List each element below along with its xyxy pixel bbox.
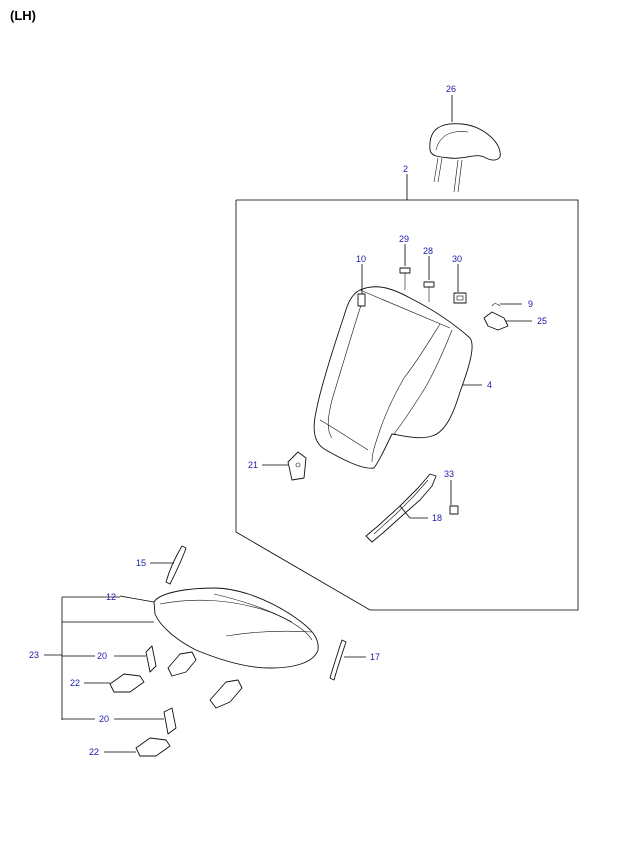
leader-lines bbox=[44, 95, 532, 753]
cover-15-part[interactable] bbox=[165, 545, 187, 585]
bolt-29-part[interactable] bbox=[399, 267, 411, 290]
seat-hinge-front-part[interactable] bbox=[167, 651, 197, 677]
cover-20-upper-part[interactable] bbox=[145, 645, 157, 673]
assembly-boundary bbox=[235, 199, 579, 611]
cover-17-part[interactable] bbox=[329, 639, 347, 681]
cover-22-lower-part[interactable] bbox=[135, 737, 171, 757]
clip-30-part[interactable] bbox=[453, 292, 467, 304]
bolt-28-part[interactable] bbox=[423, 281, 435, 302]
callout-12: 12 bbox=[106, 592, 116, 602]
cover-10-part[interactable] bbox=[357, 293, 366, 307]
callout-29: 29 bbox=[399, 234, 409, 244]
bolt-33-part[interactable] bbox=[449, 505, 459, 515]
callout-28: 28 bbox=[423, 246, 433, 256]
callout-20-lower: 20 bbox=[99, 714, 109, 724]
latch-25-part[interactable] bbox=[483, 311, 509, 331]
callout-20-upper: 20 bbox=[97, 651, 107, 661]
callout-25: 25 bbox=[537, 316, 547, 326]
callout-4: 4 bbox=[487, 380, 492, 390]
callout-9: 9 bbox=[528, 299, 533, 309]
seat-hinge-rear-part[interactable] bbox=[209, 679, 243, 709]
pin-9-part[interactable] bbox=[491, 303, 501, 307]
bracket-21-part[interactable] bbox=[287, 451, 307, 481]
callout-21: 21 bbox=[248, 460, 258, 470]
callout-2: 2 bbox=[403, 164, 408, 174]
seat-cushion-part[interactable] bbox=[153, 587, 319, 669]
callout-15: 15 bbox=[136, 558, 146, 568]
callout-22-lower: 22 bbox=[89, 747, 99, 757]
callout-30: 30 bbox=[452, 254, 462, 264]
callout-18: 18 bbox=[432, 513, 442, 523]
callout-23: 23 bbox=[29, 650, 39, 660]
callout-26: 26 bbox=[446, 84, 456, 94]
side-indicator: (LH) bbox=[10, 8, 36, 23]
callout-22-upper: 22 bbox=[70, 678, 80, 688]
seat-back-part[interactable] bbox=[313, 286, 473, 469]
headrest-part[interactable] bbox=[429, 123, 501, 193]
callout-17: 17 bbox=[370, 652, 380, 662]
callout-10: 10 bbox=[356, 254, 366, 264]
cover-22-upper-part[interactable] bbox=[109, 673, 145, 693]
cover-20-lower-part[interactable] bbox=[163, 707, 177, 735]
hinge-18-part[interactable] bbox=[365, 473, 437, 543]
callout-labels: 26 2 29 28 30 10 9 25 4 21 33 18 15 12 2… bbox=[29, 84, 547, 757]
callout-33: 33 bbox=[444, 469, 454, 479]
